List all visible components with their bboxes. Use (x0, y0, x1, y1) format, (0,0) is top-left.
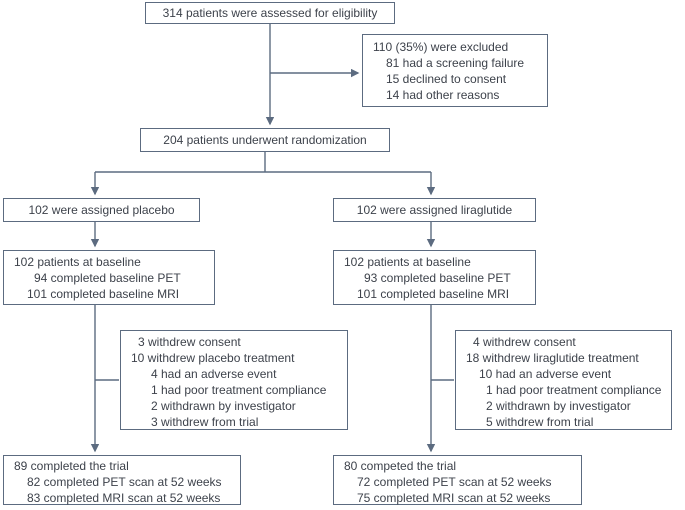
box-line: 83 completed MRI scan at 52 weeks (27, 491, 221, 505)
box-liraglutide-completed: 80 competed the trial 72 completed PET s… (333, 455, 582, 505)
box-placebo-withdrawals: 3 withdrew consent 10 withdrew placebo t… (120, 330, 348, 430)
box-line: 102 patients at baseline (14, 255, 141, 269)
box-line: 2 withdrawn by investigator (486, 399, 631, 413)
box-excluded: 110 (35%) were excluded 81 had a screeni… (362, 34, 548, 107)
box-line: 81 had a screening failure (386, 56, 525, 70)
box-line: 3 withdrew consent (138, 335, 241, 349)
box-line: 2 withdrawn by investigator (151, 399, 296, 413)
box-line: 94 completed baseline PET (34, 271, 181, 285)
box-line: 1 had poor treatment compliance (486, 383, 662, 397)
box-line: 10 withdrew placebo treatment (131, 351, 295, 365)
box-line: 82 completed PET scan at 52 weeks (27, 475, 222, 489)
box-line: 72 completed PET scan at 52 weeks (357, 475, 552, 489)
box-line: 314 patients were assessed for eligibili… (162, 6, 378, 20)
box-line: 10 had an adverse event (479, 367, 612, 381)
box-placebo-baseline: 102 patients at baseline 94 completed ba… (3, 250, 215, 305)
box-line: 14 had other reasons (386, 88, 500, 102)
box-line: 80 competed the trial (344, 459, 457, 473)
box-line: 102 were assigned liraglutide (356, 203, 513, 217)
box-line: 101 completed baseline MRI (357, 287, 510, 301)
box-line: 102 were assigned placebo (28, 203, 175, 217)
box-liraglutide-withdrawals: 4 withdrew consent 18 withdrew liragluti… (455, 330, 672, 430)
box-liraglutide-assigned: 102 were assigned liraglutide (333, 198, 536, 222)
box-placebo-completed: 89 completed the trial 82 completed PET … (3, 455, 241, 505)
box-line: 102 patients at baseline (344, 255, 471, 269)
box-line: 15 declined to consent (386, 72, 507, 86)
box-line: 93 completed baseline PET (364, 271, 511, 285)
box-line: 5 withdrew from trial (486, 415, 594, 429)
box-line: 204 patients underwent randomization (163, 133, 367, 147)
box-randomization: 204 patients underwent randomization (140, 128, 390, 152)
box-line: 89 completed the trial (14, 459, 129, 473)
box-line: 18 withdrew liraglutide treatment (466, 351, 639, 365)
box-eligibility: 314 patients were assessed for eligibili… (145, 2, 395, 24)
box-line: 101 completed baseline MRI (27, 287, 180, 301)
connector-randomization-split (95, 152, 431, 173)
box-liraglutide-baseline: 102 patients at baseline 93 completed ba… (333, 250, 536, 305)
box-line: 1 had poor treatment compliance (151, 383, 327, 397)
box-line: 75 completed MRI scan at 52 weeks (357, 491, 551, 505)
box-placebo-assigned: 102 were assigned placebo (3, 198, 200, 222)
box-line: 3 withdrew from trial (151, 415, 259, 429)
box-line: 4 had an adverse event (151, 367, 277, 381)
box-line: 4 withdrew consent (473, 335, 576, 349)
box-line: 110 (35%) were excluded (373, 40, 509, 54)
